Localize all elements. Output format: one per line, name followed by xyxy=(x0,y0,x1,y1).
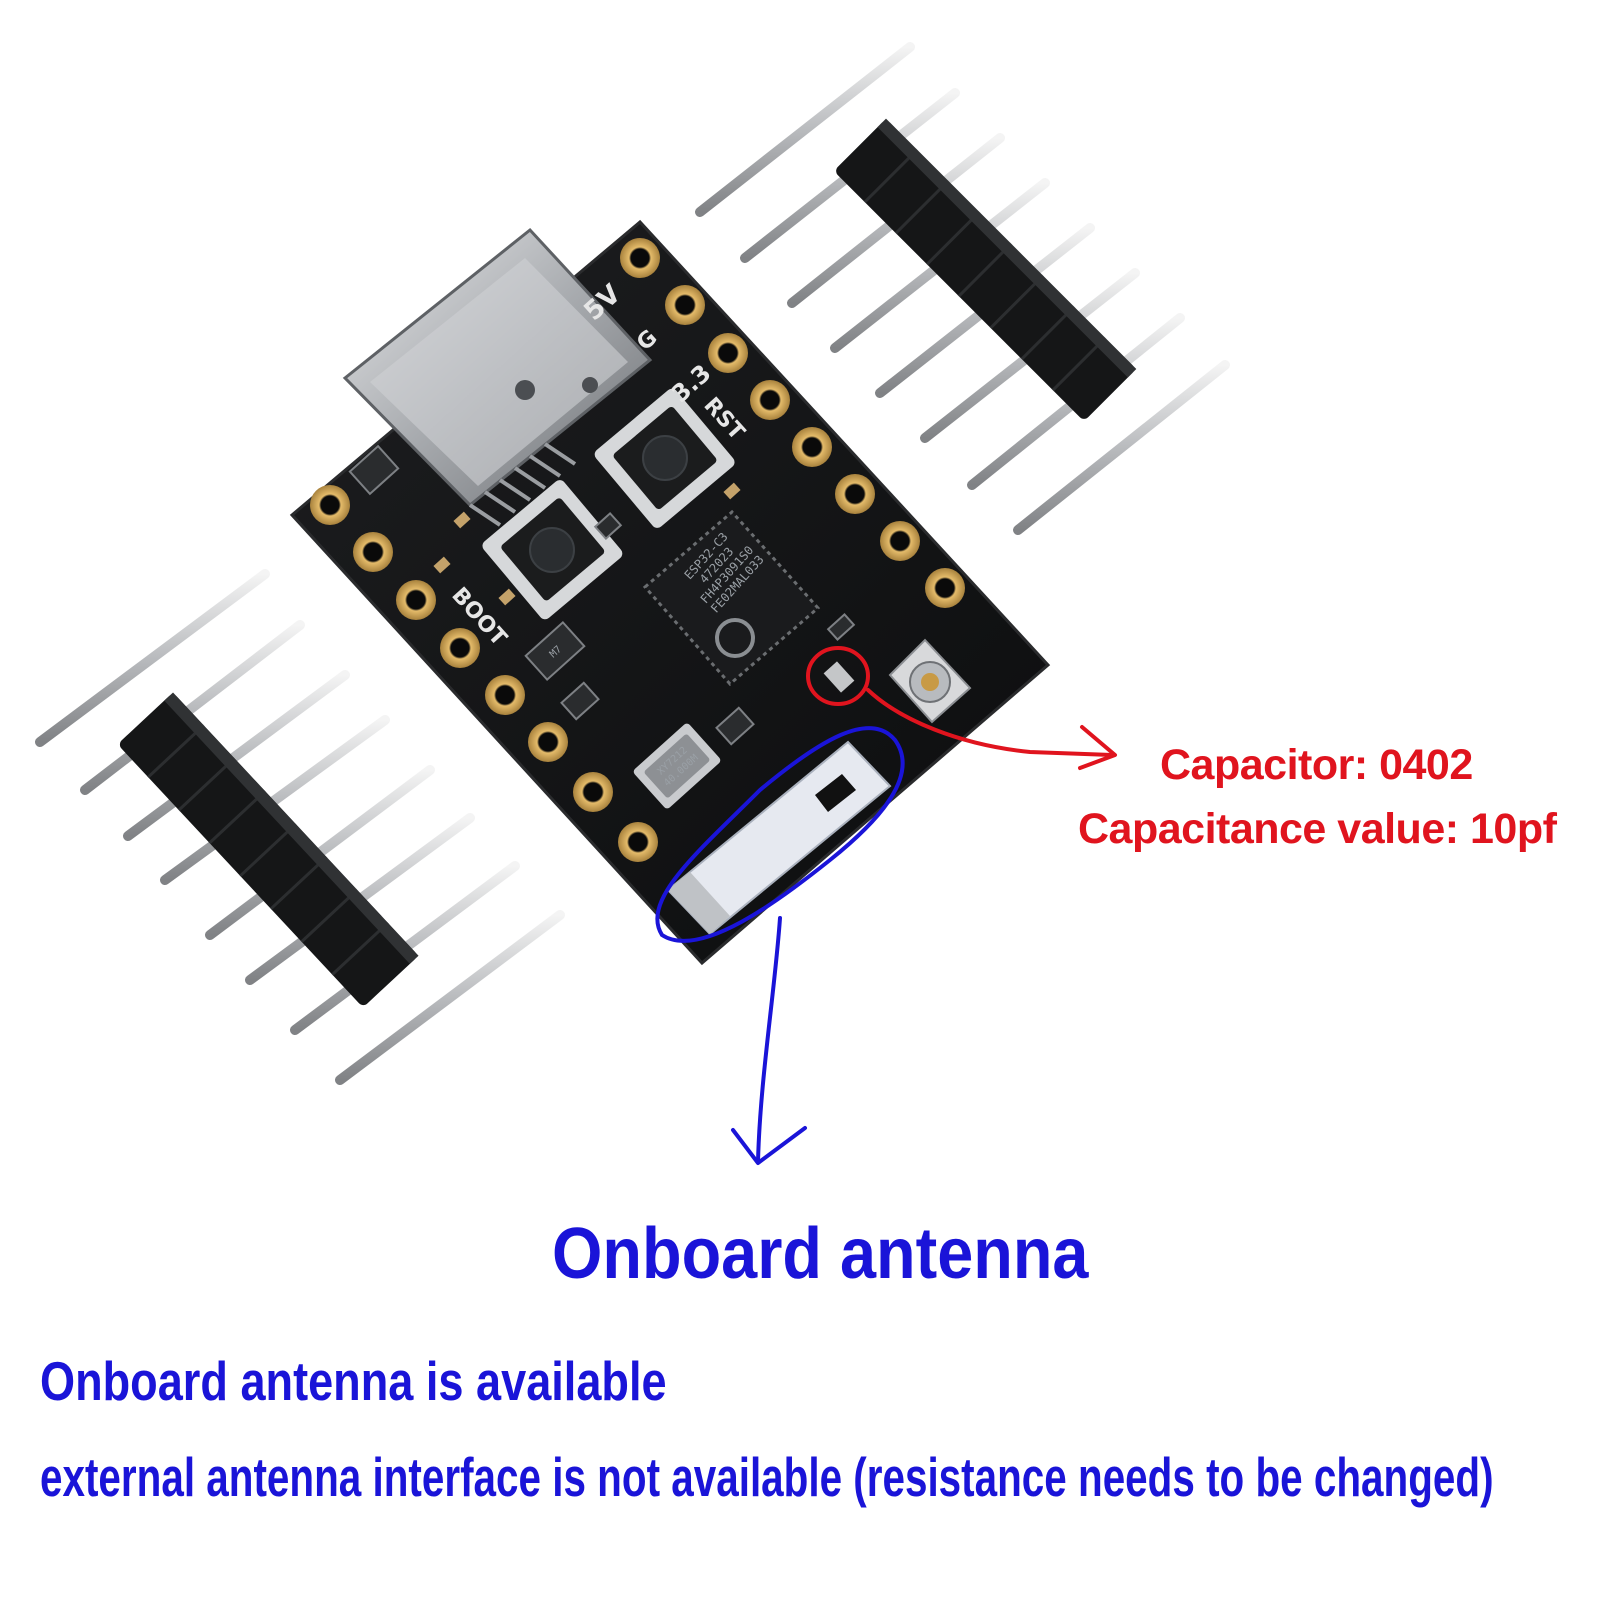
antenna-highlight-loop xyxy=(655,726,905,943)
capacitor-highlight-circle xyxy=(806,646,870,706)
capacitor-arrow-line xyxy=(866,688,1114,757)
boot-button xyxy=(482,480,623,620)
castellated-pads-left xyxy=(310,485,658,862)
note-line-1: Onboard antenna is available xyxy=(40,1350,667,1412)
antenna-arrow-line xyxy=(756,916,782,1164)
usb-c-connector xyxy=(342,227,653,527)
note-line-2: external antenna interface is not availa… xyxy=(40,1446,1494,1508)
capacitance-value-label: Capacitance value: 10pf xyxy=(1078,805,1557,853)
pin-header-top xyxy=(695,42,1230,535)
esp32-c3-board: ESP32-C3 472023 FH4P3091S0 FE02MAL033 XY… xyxy=(289,219,1051,966)
ufl-connector xyxy=(888,638,972,724)
pin-header-bottom xyxy=(35,569,565,1085)
antenna-arrow-head xyxy=(731,1126,807,1165)
castellated-pads-right xyxy=(620,238,965,608)
crystal-oscillator: XY7212 40.000M xyxy=(633,723,721,809)
capacitor-arrow-head xyxy=(1078,725,1117,770)
capacitor-callout xyxy=(806,646,1117,770)
capacitor-size-label: Capacitor: 0402 xyxy=(1160,741,1473,789)
rst-button xyxy=(594,388,735,528)
chip-antenna xyxy=(666,740,892,936)
antenna-callout xyxy=(655,726,905,1165)
capacitor-0402 xyxy=(823,661,855,693)
esp32-c3-chip: ESP32-C3 472023 FH4P3091S0 FE02MAL033 xyxy=(642,509,821,687)
onboard-antenna-title: Onboard antenna xyxy=(552,1214,1089,1294)
